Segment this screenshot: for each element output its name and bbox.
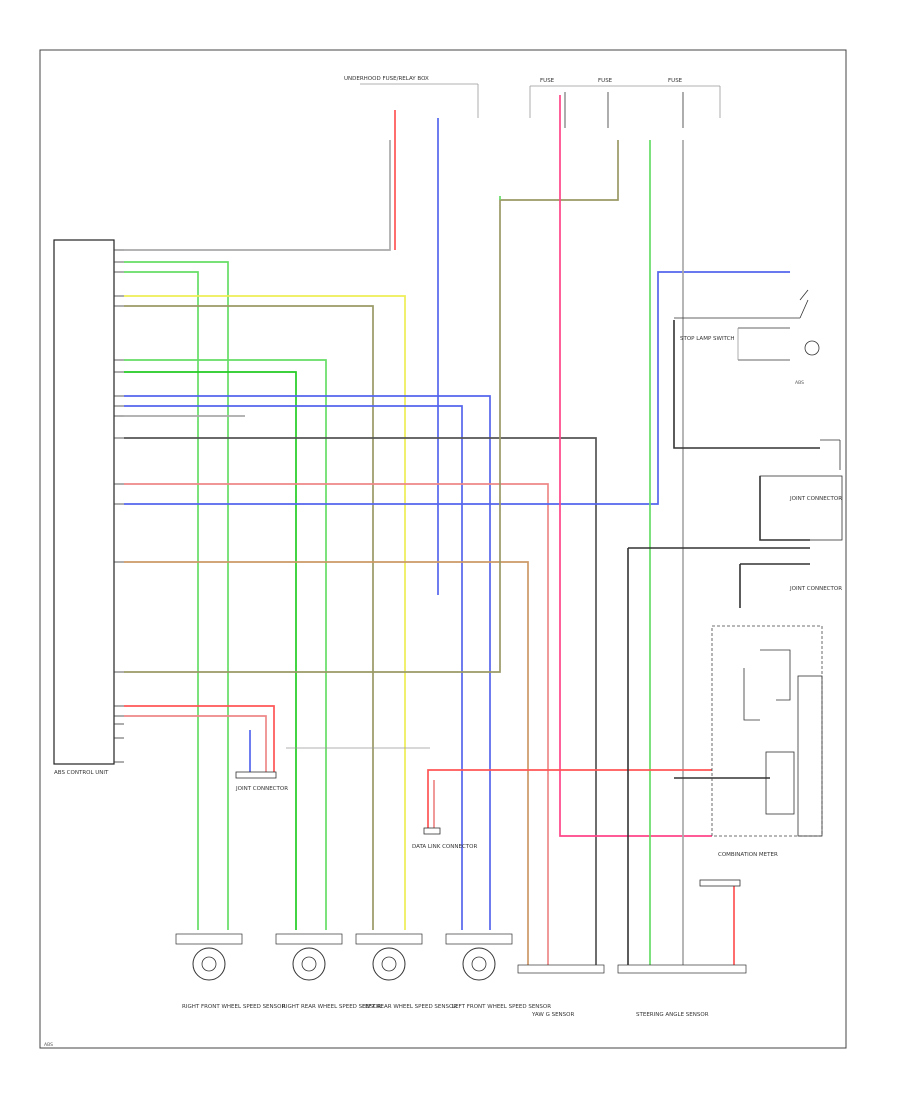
lr-sensor-label: LEFT REAR WHEEL SPEED SENSOR — [362, 1004, 457, 1010]
sensor-blocks: RIGHT FRONT WHEEL SPEED SENSOR RIGHT REA… — [175, 933, 747, 1018]
jc-label-2: JOINT CONNECTOR — [789, 586, 842, 592]
fuse-label-3: FUSE — [668, 78, 683, 84]
wire-green-rf-1 — [124, 261, 229, 930]
wire-yellow-1 — [124, 295, 406, 930]
jc-label-1: JOINT CONNECTOR — [789, 496, 842, 502]
wire-lgreen-rr-1 — [124, 359, 327, 930]
diagram-border — [39, 49, 847, 1049]
joint-connectors: JOINT CONNECTOR DATA LINK CONNECTOR — [235, 747, 741, 887]
wire-salmon-1 — [124, 483, 549, 965]
steering-angle-sensor: STEERING ANGLE SENSOR — [617, 964, 747, 1018]
right-modules: STOP LAMP SWITCH ABS JOINT CONNECTOR JOI… — [674, 289, 843, 858]
combination-meter-label: COMBINATION METER — [718, 852, 778, 858]
left-rear-sensor: LEFT REAR WHEEL SPEED SENSOR — [355, 933, 457, 1010]
abs-control-unit-label: ABS CONTROL UNIT — [54, 770, 109, 776]
rr-sensor-label: RIGHT REAR WHEEL SPEED SENSOR — [282, 1004, 382, 1010]
top-fuse-area: UNDERHOOD FUSE/RELAY BOX FUSE FUSE FUSE — [344, 76, 721, 128]
wire-red-jc-1 — [124, 705, 275, 772]
left-front-sensor: LEFT FRONT WHEEL SPEED SENSOR — [445, 933, 551, 1010]
rf-sensor-label: RIGHT FRONT WHEEL SPEED SENSOR — [182, 1004, 285, 1010]
wire-dark-right-4 — [759, 476, 810, 541]
fuse-box-label: UNDERHOOD FUSE/RELAY BOX — [344, 76, 429, 82]
wire-blue-lf-2 — [124, 405, 463, 930]
stop-lamp-text: ABS — [795, 380, 804, 386]
wire-tan — [124, 561, 529, 965]
wire-green-rf-2 — [124, 271, 199, 930]
wires — [124, 95, 820, 965]
steering-angle-label: STEERING ANGLE SENSOR — [636, 1012, 709, 1018]
abs-control-unit: ABS CONTROL UNIT — [53, 239, 124, 776]
wire-red-jc2 — [427, 769, 712, 828]
stop-lamp-switch-label: STOP LAMP SWITCH — [680, 336, 735, 342]
fuse-label-2: FUSE — [598, 78, 613, 84]
wire-blue-right — [124, 271, 790, 505]
right-front-sensor: RIGHT FRONT WHEEL SPEED SENSOR — [175, 933, 285, 1010]
wire-olive-1 — [124, 305, 374, 930]
g-sensor: YAW G SENSOR — [517, 964, 605, 1018]
wire-salmon-jc-2 — [124, 715, 267, 772]
abs-pin-ticks — [114, 249, 124, 763]
wire-dark-right-3 — [739, 563, 810, 608]
lf-sensor-label: LEFT FRONT WHEEL SPEED SENSOR — [452, 1004, 551, 1010]
right-rear-sensor: RIGHT REAR WHEEL SPEED SENSOR — [275, 933, 382, 1010]
wire-blue-lf-1 — [124, 395, 491, 930]
g-sensor-label: YAW G SENSOR — [531, 1012, 574, 1018]
data-link-label: DATA LINK CONNECTOR — [412, 844, 477, 850]
fuse-label-1: FUSE — [540, 78, 555, 84]
jc-small-label-1: JOINT CONNECTOR — [235, 786, 288, 792]
wire-pink-meter — [559, 95, 712, 837]
wire-bgreen-rr-2 — [124, 371, 297, 930]
footer-label: ABS — [44, 1042, 53, 1048]
wire-dark-yaw-upper — [673, 320, 820, 449]
wire-gray-top — [124, 140, 391, 251]
wire-darkgray-yaw — [124, 437, 597, 965]
